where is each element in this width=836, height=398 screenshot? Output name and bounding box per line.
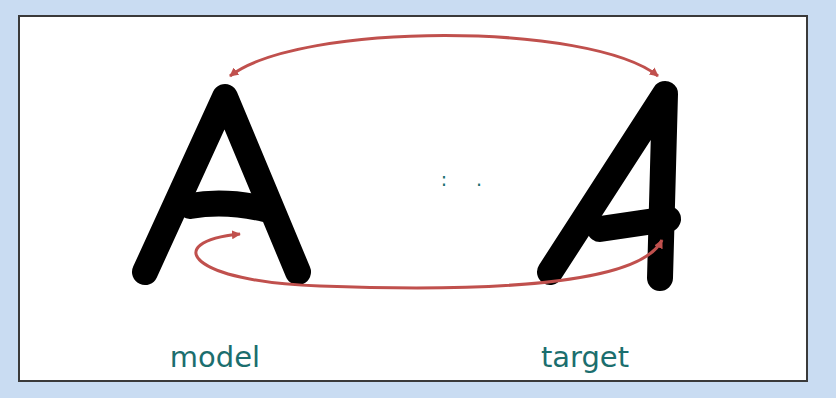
label-slot: model xyxy=(170,340,260,374)
caption-label: model xyxy=(170,340,260,374)
stray-mark: : . xyxy=(441,168,494,190)
correspondence-arrow xyxy=(196,234,662,288)
letter-a-model xyxy=(145,97,298,272)
letter-a-crossbar xyxy=(600,219,668,229)
label-slot: target xyxy=(541,340,629,374)
caption-label: target xyxy=(541,340,629,374)
letter-a-target xyxy=(550,94,665,278)
letter-a-crossbar xyxy=(190,204,265,209)
slide-panel xyxy=(18,15,808,382)
correspondence-arrow xyxy=(230,36,658,77)
label-slot: : . xyxy=(441,168,494,190)
